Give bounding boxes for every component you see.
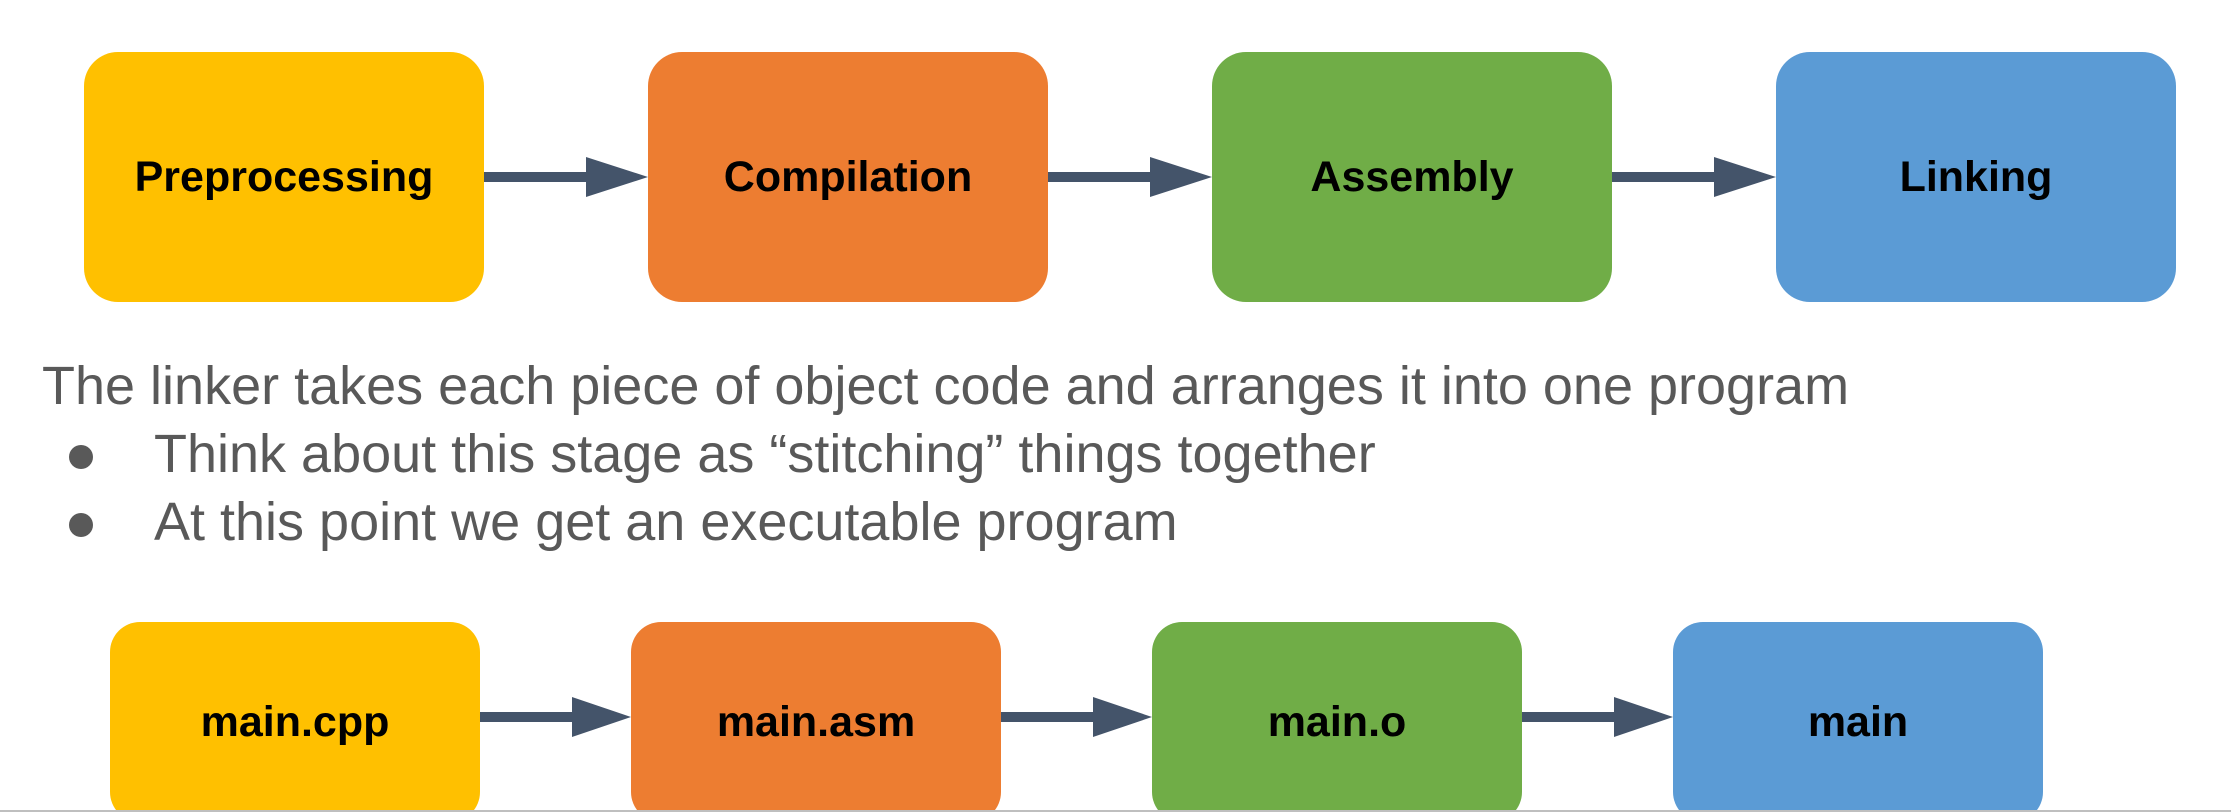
stage-preprocessing-box: Preprocessing [84,52,484,302]
file-main-cpp-label: main.cpp [200,697,390,746]
arrow-right-icon [480,697,631,737]
slide-bottom-border [0,810,2231,812]
description-block: The linker takes each piece of object co… [42,352,1849,556]
file-main-label: main [1807,697,1909,746]
stage-linking-box: Linking [1776,52,2176,302]
bullet-item: At this point we get an executable progr… [42,488,1849,556]
bullet-item: Think about this stage as “stitching” th… [42,420,1849,488]
stage-assembly-box: Assembly [1212,52,1612,302]
arrow-right-icon [484,157,648,197]
stage-compilation-label: Compilation [723,152,973,201]
arrow-right-icon [1612,157,1776,197]
bullet-text: At this point we get an executable progr… [154,492,1178,552]
description-bullet-list: Think about this stage as “stitching” th… [42,420,1849,556]
description-main-text: The linker takes each piece of object co… [42,356,1850,416]
stage-preprocessing-label: Preprocessing [134,152,434,201]
stage-compilation-box: Compilation [648,52,1048,302]
file-main-cpp-box: main.cpp [110,622,480,812]
file-main-o-box: main.o [1152,622,1522,812]
bullet-text: Think about this stage as “stitching” th… [154,424,1376,484]
file-main-asm-box: main.asm [631,622,1001,812]
stage-linking-label: Linking [1899,152,2053,201]
bullet-dot-icon [69,513,93,537]
file-main-box: main [1673,622,2043,812]
arrow-right-icon [1048,157,1212,197]
stage-assembly-label: Assembly [1310,152,1514,201]
arrow-right-icon [1522,697,1673,737]
file-main-asm-label: main.asm [716,697,916,746]
bullet-dot-icon [69,445,93,469]
file-main-o-label: main.o [1267,697,1407,746]
arrow-right-icon [1001,697,1152,737]
